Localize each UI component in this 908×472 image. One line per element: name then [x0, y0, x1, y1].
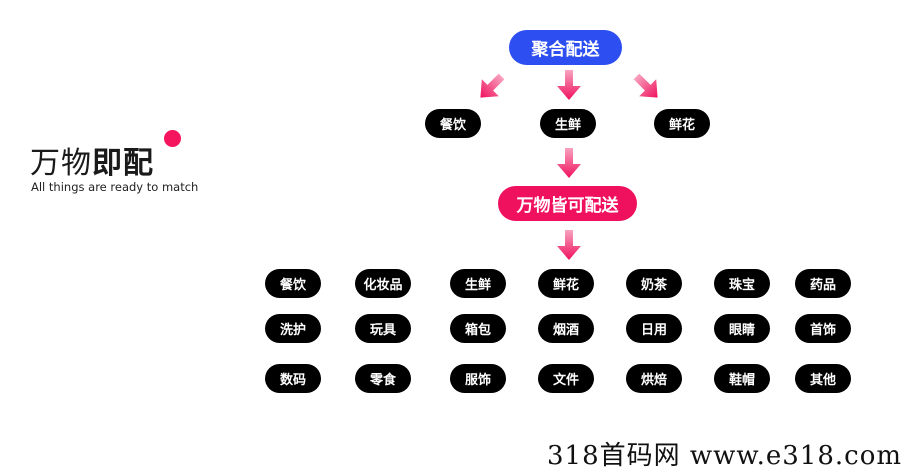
category-chip: 珠宝	[714, 269, 770, 298]
title-bold-text: 即配	[92, 146, 154, 181]
top-child-chip: 鲜花	[654, 109, 710, 138]
top-child-chip: 生鲜	[540, 109, 596, 138]
category-chip: 首饰	[795, 314, 851, 343]
category-chip: 奶茶	[626, 269, 682, 298]
category-chip: 餐饮	[265, 269, 321, 298]
category-chip: 服饰	[450, 364, 506, 393]
category-chip: 洗护	[265, 314, 321, 343]
arrow-down-icon	[557, 148, 581, 178]
category-chip: 数码	[265, 364, 321, 393]
category-chip: 烘焙	[626, 364, 682, 393]
category-chip: 零食	[355, 364, 411, 393]
category-chip: 玩具	[355, 314, 411, 343]
watermark-text: 318首码网 www.e318.com	[547, 441, 902, 471]
top-child-chip: 餐饮	[425, 109, 481, 138]
all-things-delivery-node: 万物皆可配送	[498, 186, 637, 221]
category-chip: 烟酒	[538, 314, 594, 343]
category-chip: 日用	[626, 314, 682, 343]
category-chip: 其他	[795, 364, 851, 393]
arrow-down-right-icon	[633, 73, 658, 98]
category-chip: 鞋帽	[714, 364, 770, 393]
category-chip: 眼睛	[714, 314, 770, 343]
category-chip: 药品	[795, 269, 851, 298]
arrow-down-left-icon	[480, 73, 505, 98]
page-subtitle: All things are ready to match	[31, 180, 199, 194]
category-chip: 化妆品	[355, 269, 411, 298]
aggregate-delivery-node: 聚合配送	[509, 30, 622, 65]
category-chip: 鲜花	[538, 269, 594, 298]
arrow-down-icon	[557, 230, 581, 260]
arrow-down-icon	[557, 70, 581, 100]
category-chip: 文件	[538, 364, 594, 393]
category-chip: 箱包	[450, 314, 506, 343]
accent-dot	[164, 130, 181, 147]
page-title: 万物即配	[30, 138, 154, 182]
category-chip: 生鲜	[450, 269, 506, 298]
title-light-text: 万物	[30, 146, 92, 181]
